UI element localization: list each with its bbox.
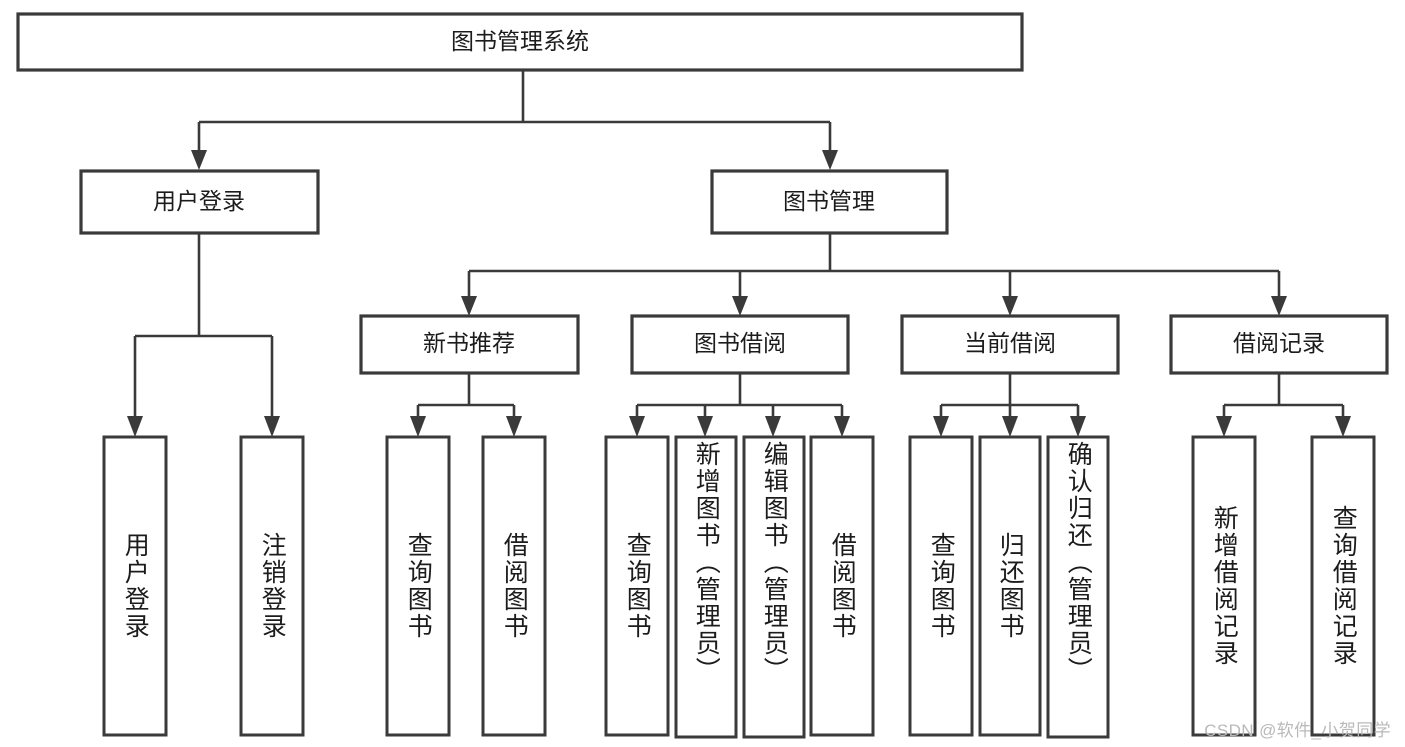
node-root-label: 图书管理系统 xyxy=(451,28,589,54)
leaf-edit-book-rect[interactable] xyxy=(742,435,806,739)
connectors-borrow-record-to-leaves xyxy=(1216,373,1351,437)
leaf-borrow-book-1-rect[interactable] xyxy=(481,435,547,737)
node-borrow-record-label: 借阅记录 xyxy=(1233,330,1325,356)
arrowhead-leaf-user-login xyxy=(127,416,143,437)
node-current-borrow-rect[interactable] xyxy=(900,314,1120,375)
arrowhead-book-borrow xyxy=(732,296,748,316)
arrowhead-leaf-query-book-1 xyxy=(410,416,426,437)
arrowhead-leaf-logout-login xyxy=(264,416,280,437)
leaf-borrow-book-2-rect[interactable] xyxy=(809,435,875,737)
arrowhead-user-login xyxy=(191,150,207,170)
node-user-login-rect[interactable] xyxy=(79,169,320,235)
connectors-book-borrow-to-leaves xyxy=(629,373,850,437)
node-user-login[interactable]: 用户登录 xyxy=(79,169,320,235)
arrowhead-leaf-borrow-book-2 xyxy=(834,416,850,437)
arrowhead-current-borrow xyxy=(1002,296,1018,316)
leaf-query-book-3-rect[interactable] xyxy=(908,435,974,737)
arrowhead-borrow-record xyxy=(1271,296,1287,316)
node-borrow-record[interactable]: 借阅记录 xyxy=(1169,314,1389,375)
leaf-return-book-rect[interactable] xyxy=(978,435,1042,737)
node-root[interactable]: 图书管理系统 xyxy=(16,12,1024,72)
leaf-add-book-rect[interactable] xyxy=(674,435,738,739)
arrowhead-leaf-confirm-return xyxy=(1070,416,1086,437)
node-book-management[interactable]: 图书管理 xyxy=(710,169,949,235)
node-current-borrow[interactable]: 当前借阅 xyxy=(900,314,1120,375)
connectors-root-to-level2 xyxy=(191,70,838,170)
leaf-logout-login-rect[interactable] xyxy=(239,435,305,737)
arrowhead-leaf-query-book-2 xyxy=(629,416,645,437)
arrowhead-leaf-edit-book xyxy=(765,416,781,437)
leaf-confirm-return-rect[interactable] xyxy=(1046,435,1110,739)
node-book-management-label: 图书管理 xyxy=(783,188,875,214)
leaf-add-record-rect[interactable] xyxy=(1191,435,1257,737)
arrowhead-leaf-borrow-book-1 xyxy=(506,416,522,437)
node-current-borrow-label: 当前借阅 xyxy=(964,330,1056,356)
arrowhead-new-book-recommend xyxy=(461,296,477,316)
connectors-new-book-to-leaves xyxy=(410,373,522,437)
leaf-query-book-2-rect[interactable] xyxy=(604,435,670,737)
node-book-borrow-label: 图书借阅 xyxy=(694,330,786,356)
leaf-user-login-rect[interactable] xyxy=(102,435,168,737)
node-book-management-rect[interactable] xyxy=(710,169,949,235)
node-new-book-recommend-label: 新书推荐 xyxy=(423,330,515,356)
arrowhead-leaf-add-record xyxy=(1216,416,1232,437)
arrowhead-leaf-return-book xyxy=(1002,416,1018,437)
node-new-book-recommend[interactable]: 新书推荐 xyxy=(359,314,580,375)
node-borrow-record-rect[interactable] xyxy=(1169,314,1389,375)
connectors-book-management-to-level3 xyxy=(461,232,1287,316)
arrowhead-book-management xyxy=(822,150,838,170)
leaf-boxes xyxy=(102,435,1376,739)
node-book-borrow-rect[interactable] xyxy=(630,314,850,375)
leaf-query-book-1-rect[interactable] xyxy=(385,435,451,737)
arrowhead-leaf-query-book-3 xyxy=(933,416,949,437)
arrowhead-leaf-add-book xyxy=(697,416,713,437)
csdn-watermark: CSDN @软件_小贺同学 xyxy=(1204,721,1391,740)
node-book-borrow[interactable]: 图书借阅 xyxy=(630,314,850,375)
arrowhead-leaf-query-record xyxy=(1335,416,1351,437)
node-new-book-recommend-rect[interactable] xyxy=(359,314,580,375)
connectors-user-login-to-leaves xyxy=(127,233,280,437)
connectors-current-borrow-to-leaves xyxy=(933,373,1086,437)
leaf-query-record-rect[interactable] xyxy=(1310,435,1376,737)
node-user-login-label: 用户登录 xyxy=(153,188,245,214)
node-root-rect[interactable] xyxy=(16,12,1024,72)
